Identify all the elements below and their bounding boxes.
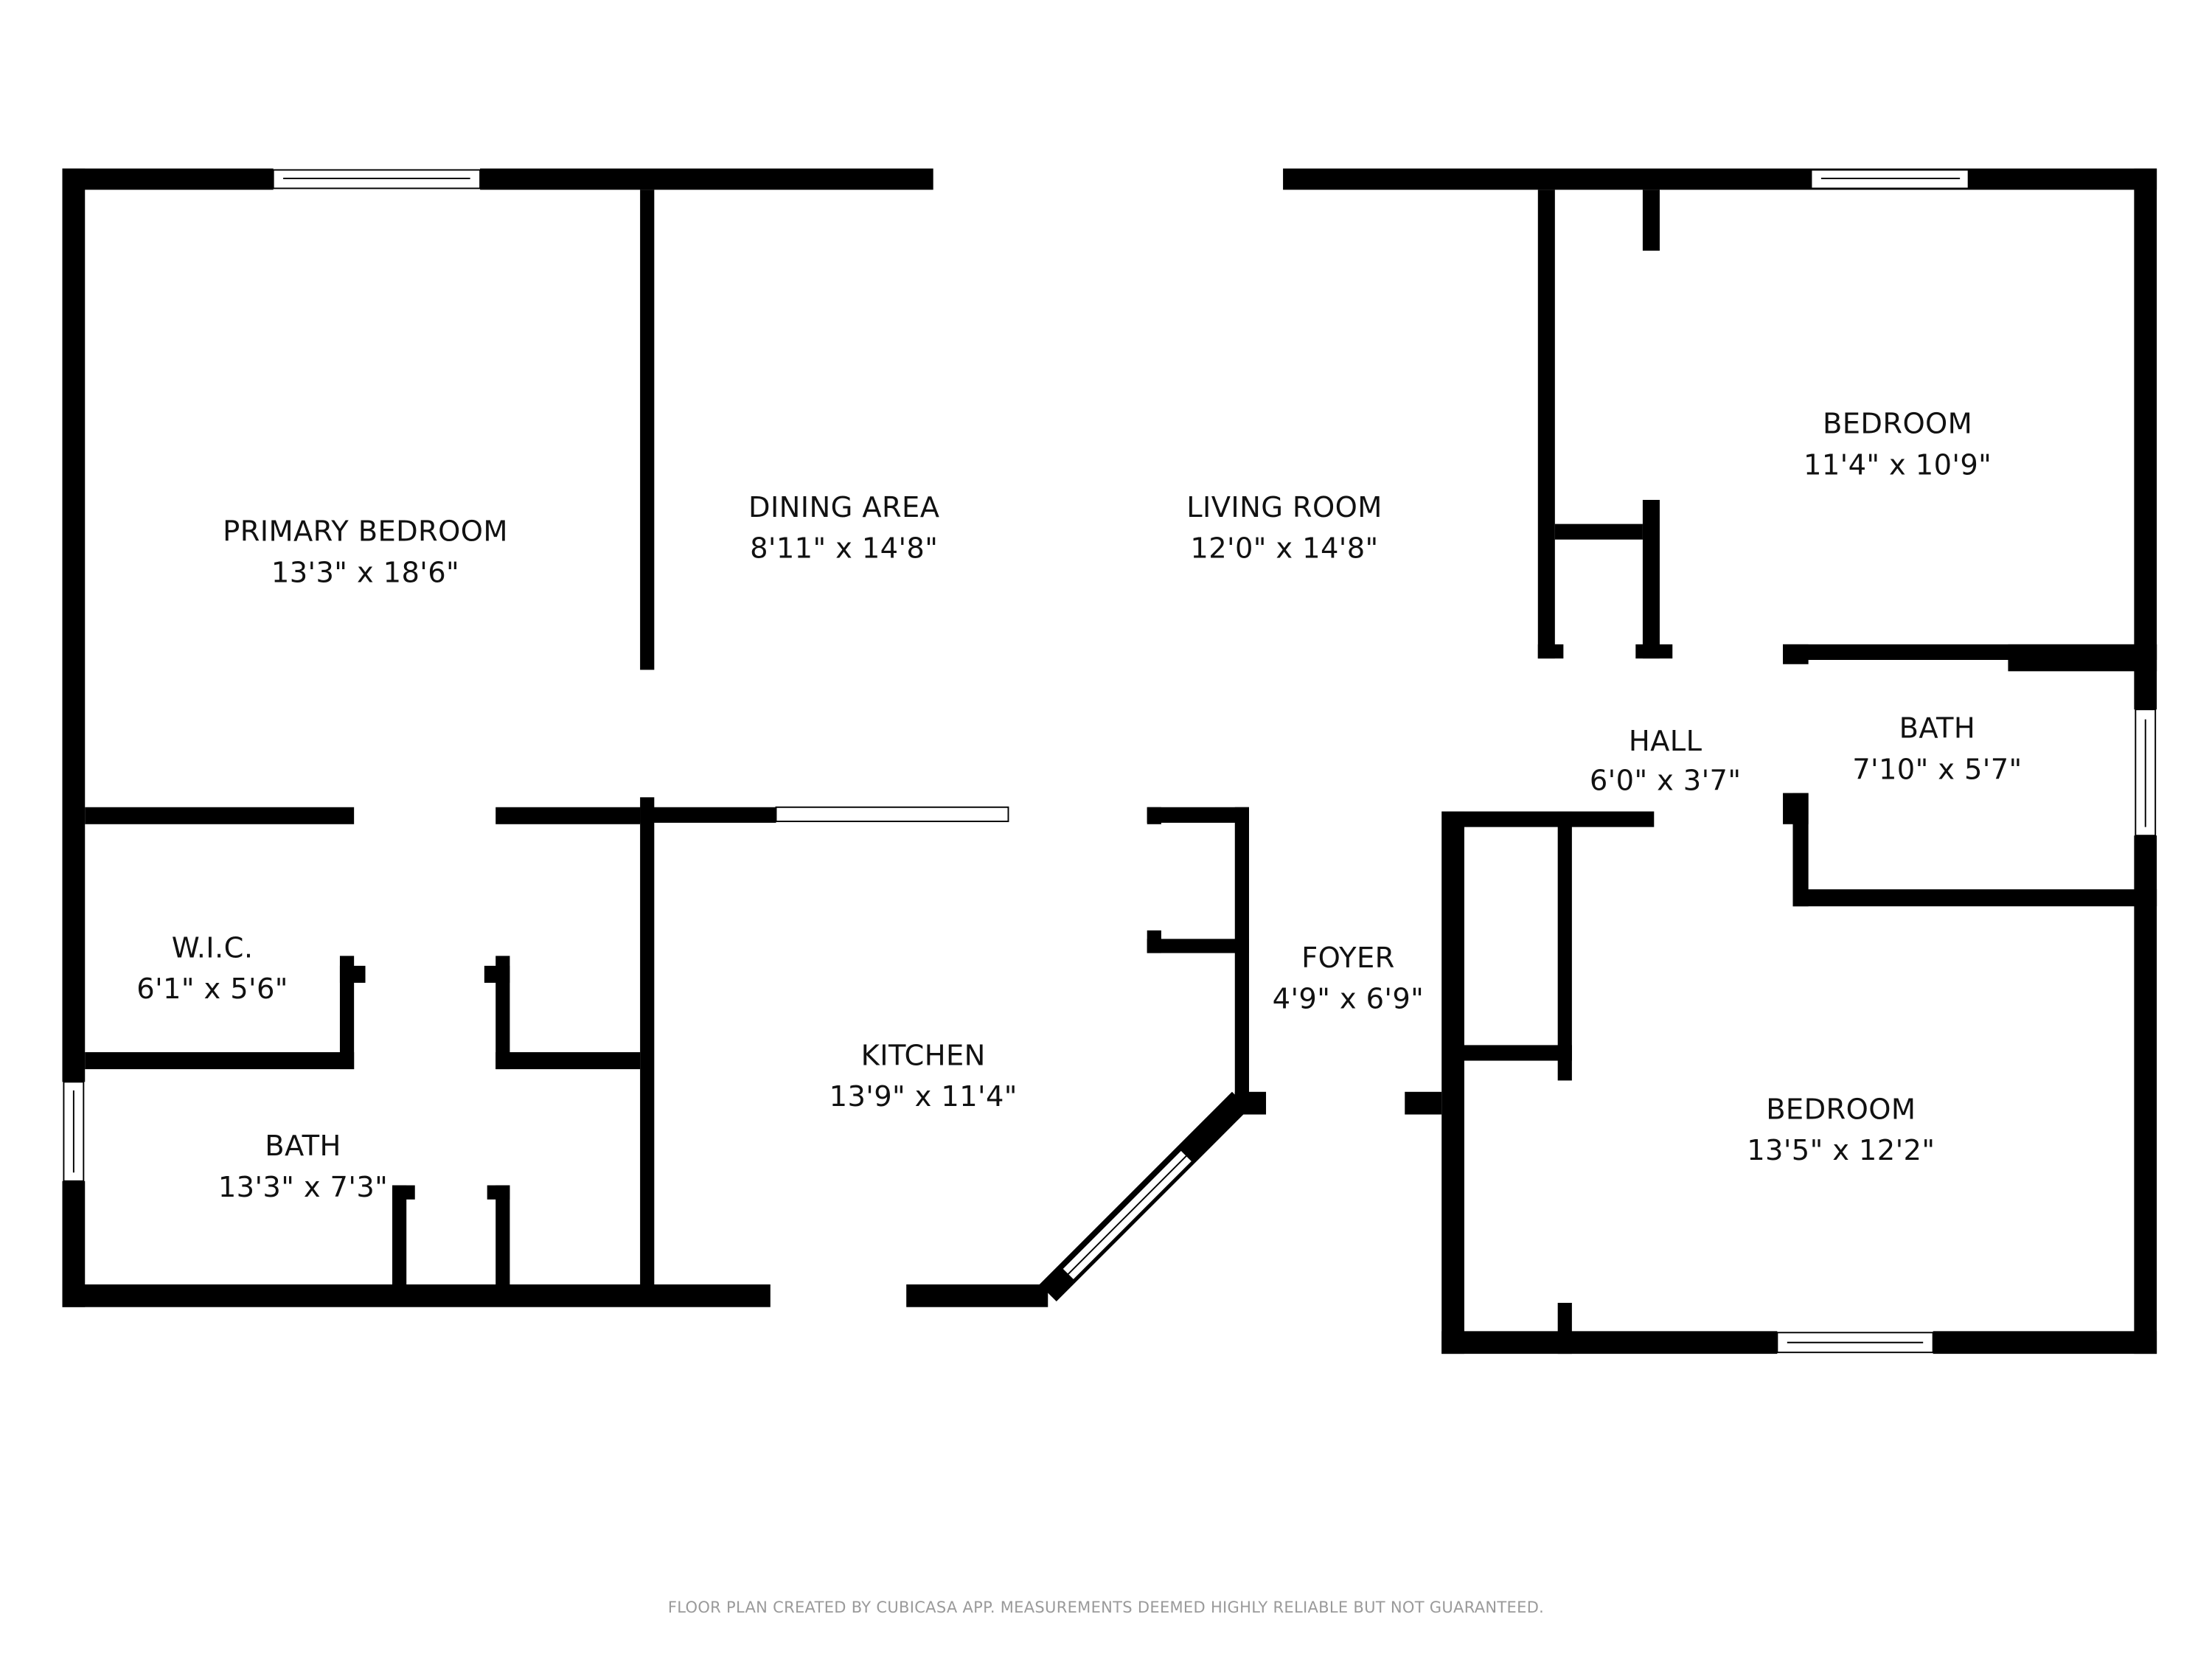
walls xyxy=(62,168,2157,1354)
room-name-living-room: LIVING ROOM xyxy=(1186,491,1382,524)
disclaimer-footer: FLOOR PLAN CREATED BY CUBICASA APP. MEAS… xyxy=(667,1599,1545,1616)
room-labels: PRIMARY BEDROOM 13'3" x 18'6" DINING ARE… xyxy=(136,408,2022,1204)
room-name-primary-bedroom: PRIMARY BEDROOM xyxy=(223,515,508,549)
room-dims-wic: 6'1" x 5'6" xyxy=(136,973,288,1006)
room-name-bedroom-1: BEDROOM xyxy=(1823,408,1972,441)
room-name-kitchen: KITCHEN xyxy=(861,1039,986,1072)
room-dims-bath-2: 7'10" x 5'7" xyxy=(1852,753,2022,786)
room-name-hall: HALL xyxy=(1629,725,1703,758)
room-dims-primary-bedroom: 13'3" x 18'6" xyxy=(271,556,459,589)
room-name-dining-area: DINING AREA xyxy=(748,491,939,524)
room-name-bath-1: BATH xyxy=(265,1130,341,1163)
room-dims-bath-1: 13'3" x 7'3" xyxy=(218,1171,388,1204)
room-name-bedroom-2: BEDROOM xyxy=(1766,1093,1916,1126)
room-name-bath-2: BATH xyxy=(1899,712,1976,745)
room-dims-foyer: 4'9" x 6'9" xyxy=(1273,982,1425,1015)
windows xyxy=(63,169,2157,1354)
room-dims-dining-area: 8'11" x 14'8" xyxy=(750,532,938,566)
room-dims-bedroom-1: 11'4" x 10'9" xyxy=(1804,448,1992,481)
room-name-wic: W.I.C. xyxy=(172,931,254,964)
sliding-door xyxy=(775,806,1009,822)
room-dims-hall: 6'0" x 3'7" xyxy=(1590,765,1742,798)
room-dims-bedroom-2: 13'5" x 12'2" xyxy=(1747,1134,1935,1167)
room-dims-kitchen: 13'9" x 11'4" xyxy=(830,1080,1018,1113)
room-name-foyer: FOYER xyxy=(1301,942,1395,975)
room-dims-living-room: 12'0" x 14'8" xyxy=(1190,532,1378,566)
